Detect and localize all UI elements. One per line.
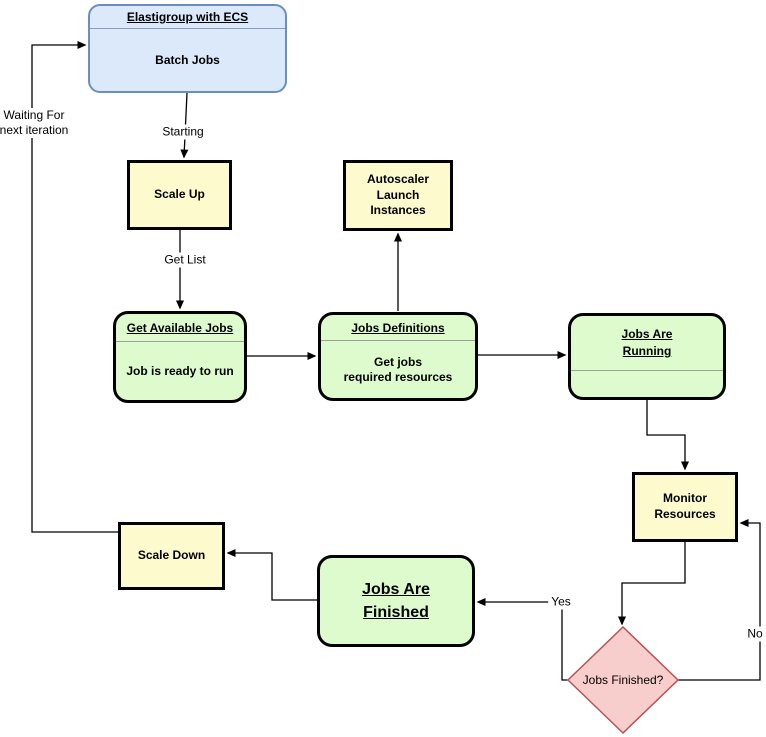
node-monitor-resources: Monitor Resources — [632, 472, 738, 542]
node-jobs-are-finished: Jobs Are Finished — [317, 555, 475, 647]
edge-running-to-monitor — [646, 400, 689, 471]
edge-finished-to-scaledown — [226, 549, 317, 601]
node-jobs-definitions: Jobs Definitions Get jobs required resou… — [318, 312, 478, 401]
node-scale-down: Scale Down — [118, 522, 225, 590]
edge-scaledown-to-batchjobs — [31, 41, 118, 533]
node-get-available-jobs-title: Get Available Jobs — [126, 320, 234, 335]
node-get-available-jobs-body: Job is ready to run — [126, 363, 234, 378]
edge-label-starting: Starting — [159, 124, 207, 140]
edge-decision-yes-to-finished — [476, 598, 568, 681]
node-autoscaler: Autoscaler Launch Instances — [343, 160, 453, 231]
edge-label-no: No — [744, 626, 766, 642]
node-get-available-jobs: Get Available Jobs Job is ready to run — [113, 311, 247, 403]
edge-monitor-to-decision — [618, 542, 686, 626]
node-batch-jobs-title: Elastigroup with ECS — [126, 10, 249, 24]
edge-label-yes: Yes — [548, 594, 574, 610]
node-jobs-are-running: Jobs Are Running — [568, 313, 726, 400]
edge-decision-no-to-monitor — [678, 519, 761, 681]
node-scale-up: Scale Up — [127, 160, 232, 230]
node-jobs-definitions-divider — [321, 340, 475, 341]
node-jobs-are-running-body — [571, 371, 723, 397]
node-jobs-are-running-title: Jobs Are Running — [621, 326, 673, 358]
node-jobs-finished-decision: Jobs Finished? — [582, 673, 664, 687]
edge-label-get-list: Get List — [161, 252, 209, 268]
node-jobs-definitions-title: Jobs Definitions — [351, 320, 445, 335]
node-batch-jobs-body: Batch Jobs — [155, 52, 220, 67]
node-batch-jobs: Elastigroup with ECS Batch Jobs — [88, 4, 287, 93]
node-batch-jobs-divider — [90, 28, 285, 29]
edge-label-waiting: Waiting For next iteration — [0, 108, 72, 138]
decision-diamond-shape — [566, 625, 680, 735]
node-jobs-definitions-body: Get jobs required resources — [343, 354, 453, 384]
node-get-available-jobs-divider — [116, 341, 244, 342]
node-jobs-are-running-divider — [571, 370, 723, 371]
